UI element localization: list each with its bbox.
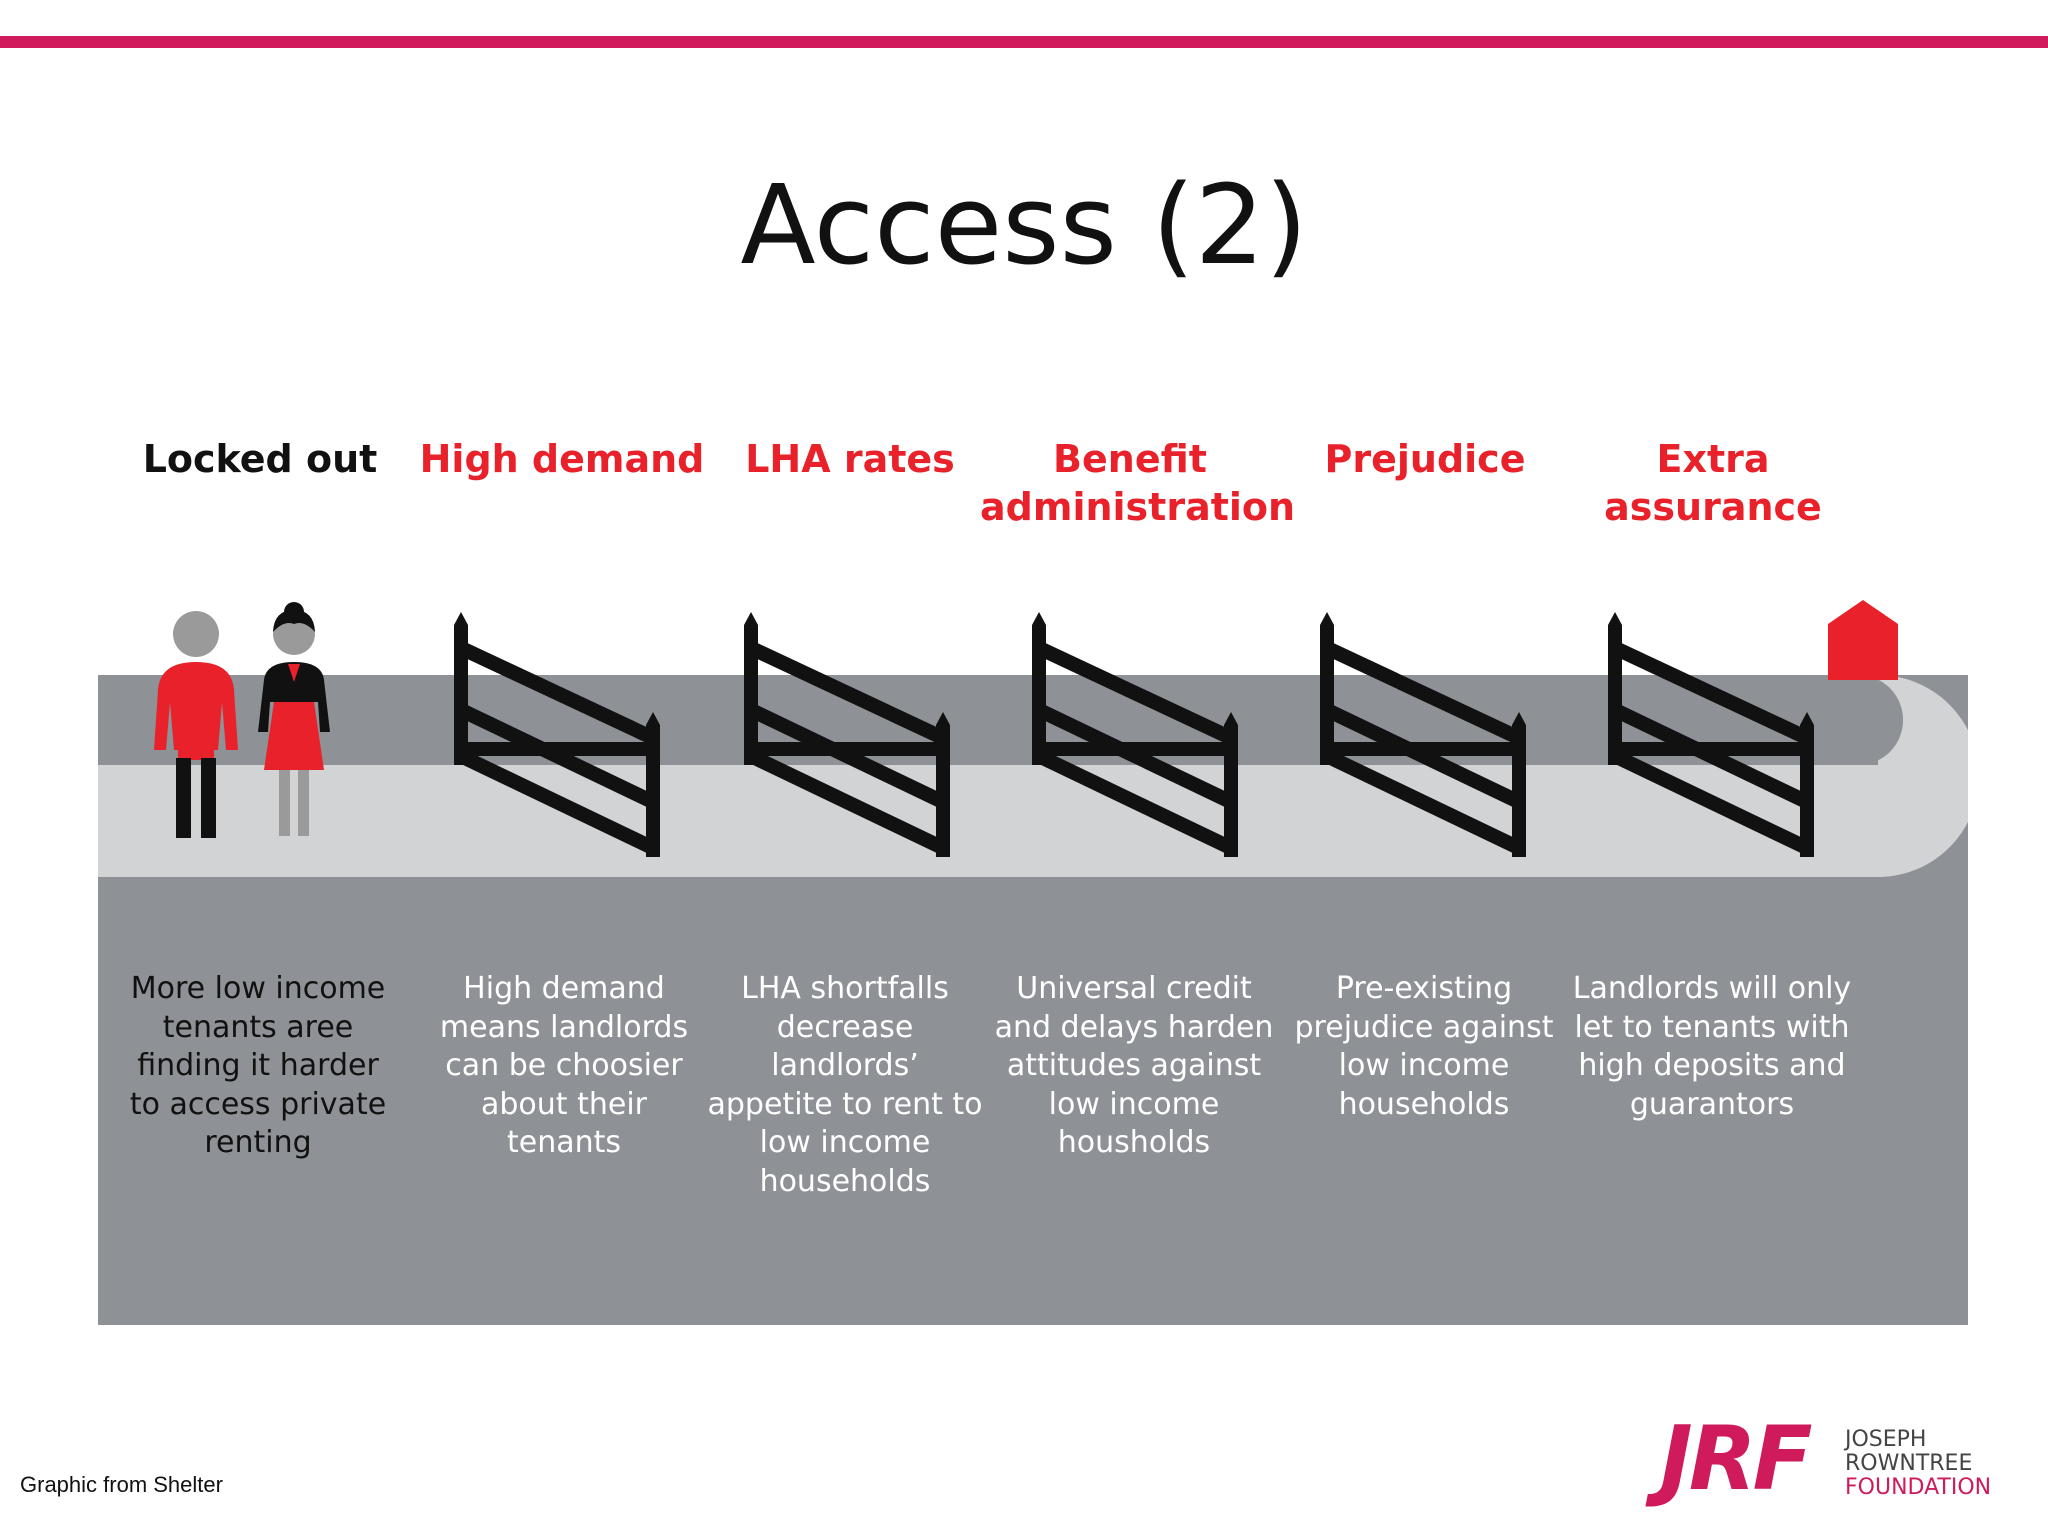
logo-line-2: ROWNTREE	[1845, 1451, 1973, 1476]
heading-high-demand: High demand	[419, 437, 705, 481]
logo-line-1: JOSEPH	[1845, 1427, 1927, 1452]
footer-credit: Graphic from Shelter	[20, 1472, 223, 1497]
description-benefit-administration: Universal credit and delays harden attit…	[994, 971, 1274, 1160]
top-rule	[0, 36, 2048, 48]
heading-prejudice: Prejudice	[1324, 437, 1526, 481]
logo-wordmark: JOSEPH ROWNTREE FOUNDATION	[1845, 1428, 1991, 1500]
gate-icon-1	[454, 612, 660, 857]
description-locked-out: More low income tenants aree finding it …	[129, 971, 387, 1160]
gate-icon-5	[1608, 612, 1814, 857]
description-lha-rates: LHA shortfalls decrease landlords’ appet…	[707, 971, 983, 1199]
heading-locked-out: Locked out	[142, 437, 378, 481]
heading-lha-rates: LHA rates	[745, 437, 955, 481]
gate-icon-2	[744, 612, 950, 857]
description-prejudice: Pre-existing prejudice against low incom…	[1294, 971, 1554, 1122]
logo-line-3: FOUNDATION	[1845, 1475, 1992, 1500]
jrf-logo: JRF JOSEPH ROWNTREE FOUNDATION	[1660, 1414, 2000, 1504]
house-icon	[1828, 600, 1898, 680]
description-high-demand: High demand means landlords can be choos…	[439, 971, 689, 1160]
people-icon	[154, 602, 330, 838]
heading-extra-assurance: Extra assurance	[1604, 437, 1822, 529]
heading-benefit-administration: Benefit administration	[980, 437, 1296, 529]
logo-letters: JRF	[1660, 1407, 1813, 1510]
slide-title: Access (2)	[740, 161, 1308, 289]
gate-icon-3	[1032, 612, 1238, 857]
pathway-graphic	[98, 600, 1968, 1325]
description-extra-assurance: Landlords will only let to tenants with …	[1572, 971, 1852, 1122]
gate-icon-4	[1320, 612, 1526, 857]
